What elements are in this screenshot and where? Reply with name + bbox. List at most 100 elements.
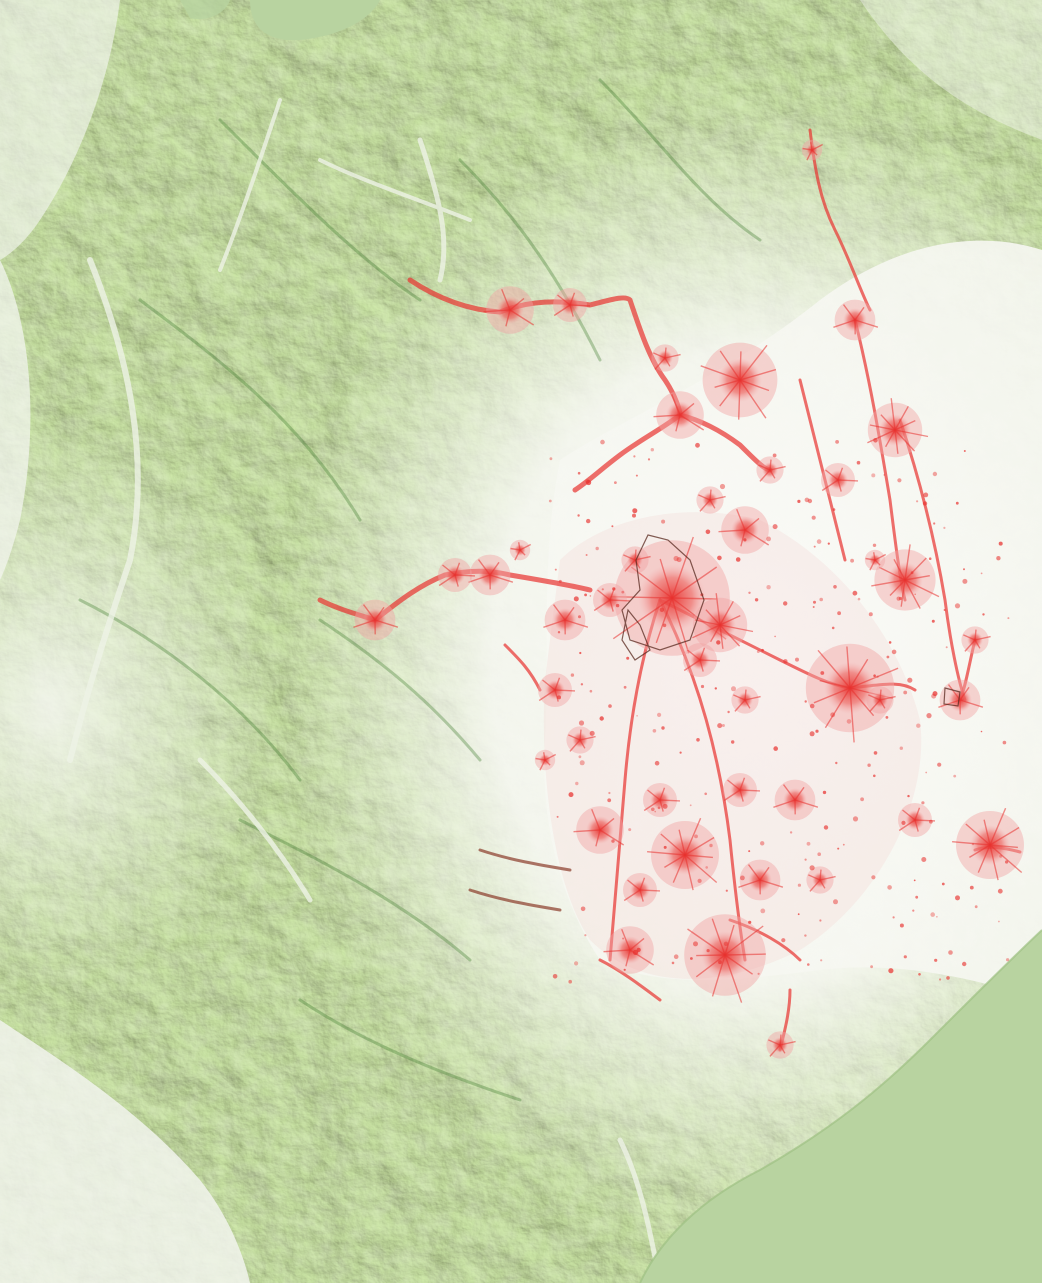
village-dot <box>915 895 919 899</box>
sprawl-spoke <box>873 552 876 561</box>
sprawl-spoke <box>744 529 770 546</box>
sprawl-spoke <box>854 306 865 321</box>
sprawl-spoke <box>564 606 575 621</box>
village-dot <box>946 976 950 980</box>
village-dot <box>662 623 667 628</box>
village-dot <box>922 501 928 506</box>
village-dot <box>807 498 813 504</box>
urban-corridor <box>728 918 802 962</box>
sprawl-spoke <box>739 789 744 802</box>
sprawl-spoke <box>705 609 721 626</box>
village-dot <box>891 649 897 655</box>
village-dot <box>705 529 711 535</box>
village-dot <box>548 499 552 503</box>
sprawl-spoke <box>639 877 646 891</box>
sprawl-spoke <box>719 624 754 633</box>
sprawl-spoke <box>671 536 694 599</box>
sprawl-spoke <box>621 928 631 951</box>
village-dot <box>772 453 777 458</box>
village-dot <box>933 522 936 525</box>
sprawl-spoke <box>477 559 491 576</box>
sprawl-spoke <box>518 542 521 551</box>
village-dot <box>568 979 572 984</box>
sprawl-spoke <box>593 599 611 612</box>
sprawl-spoke <box>821 479 839 492</box>
sprawl-spoke <box>724 954 743 1003</box>
sprawl-spoke <box>660 833 686 856</box>
village-dot <box>819 597 823 602</box>
sprawl-spoke <box>599 829 625 846</box>
village-dot <box>578 755 582 759</box>
sprawl-spoke <box>837 479 859 482</box>
village-dot <box>998 920 1000 923</box>
village-dot <box>809 703 815 709</box>
sprawl-spoke <box>489 561 500 576</box>
village-dot <box>903 955 907 959</box>
village-dot <box>980 572 983 575</box>
sprawl-spoke <box>890 398 896 431</box>
village-dot <box>811 515 816 520</box>
village-dot <box>943 526 946 530</box>
sprawl-spoke <box>509 309 535 326</box>
sprawl-spoke <box>902 809 916 821</box>
village-dot <box>579 651 582 655</box>
village-dot <box>833 899 838 905</box>
village-dot <box>754 598 759 602</box>
village-dot <box>580 683 584 686</box>
sprawl-spoke <box>739 368 777 381</box>
sprawl-spoke <box>869 559 876 571</box>
sprawl-spoke <box>623 889 641 902</box>
urban-corridor <box>468 888 562 912</box>
village-dot <box>888 968 894 974</box>
village-dot <box>628 828 632 832</box>
village-dot <box>815 729 819 733</box>
sprawl-spoke <box>989 807 1007 846</box>
village-dot <box>837 611 841 616</box>
village-dot <box>831 626 835 630</box>
sprawl-spoke <box>609 599 631 602</box>
sprawl-spoke <box>639 889 644 902</box>
village-dot <box>833 585 837 589</box>
sprawl-spoke <box>874 553 887 561</box>
sprawl-spoke <box>719 614 741 626</box>
sprawl-spoke <box>744 689 747 701</box>
urban-corridor <box>503 643 542 692</box>
sprawl-spoke <box>837 467 844 481</box>
village-dot <box>654 760 660 766</box>
sprawl-spoke <box>769 469 776 479</box>
village-dot <box>727 710 730 714</box>
sprawl-spoke <box>727 779 741 791</box>
village-dot <box>934 958 938 962</box>
village-dot <box>650 448 654 452</box>
village-dot <box>717 723 723 729</box>
sprawl-spoke <box>659 787 666 801</box>
village-dot <box>552 974 558 979</box>
village-dot <box>943 609 946 611</box>
village-dot <box>873 674 876 677</box>
village-dot <box>575 781 579 786</box>
sprawl-spoke <box>653 352 666 359</box>
village-dot <box>804 934 807 937</box>
village-dot <box>661 519 666 524</box>
sprawl-spoke <box>889 579 906 596</box>
village-dot <box>704 792 707 796</box>
village-dot <box>731 740 735 744</box>
village-dot <box>725 889 728 892</box>
sprawl-spoke <box>718 529 746 533</box>
sprawl-spoke <box>519 543 532 551</box>
village-dot <box>903 690 908 695</box>
village-dot <box>897 478 902 483</box>
sprawl-spoke <box>715 593 721 626</box>
urban-corridor <box>798 378 847 562</box>
sprawl-spoke <box>874 559 881 566</box>
village-dot <box>916 500 919 503</box>
river-valleys <box>67 98 663 1283</box>
village-dot <box>901 820 906 826</box>
sprawl-spoke <box>557 294 571 306</box>
village-dot <box>941 882 945 886</box>
village-dot <box>694 834 698 839</box>
sprawl-spoke <box>684 817 702 856</box>
village-dot <box>647 458 651 461</box>
village-dot <box>579 760 585 766</box>
